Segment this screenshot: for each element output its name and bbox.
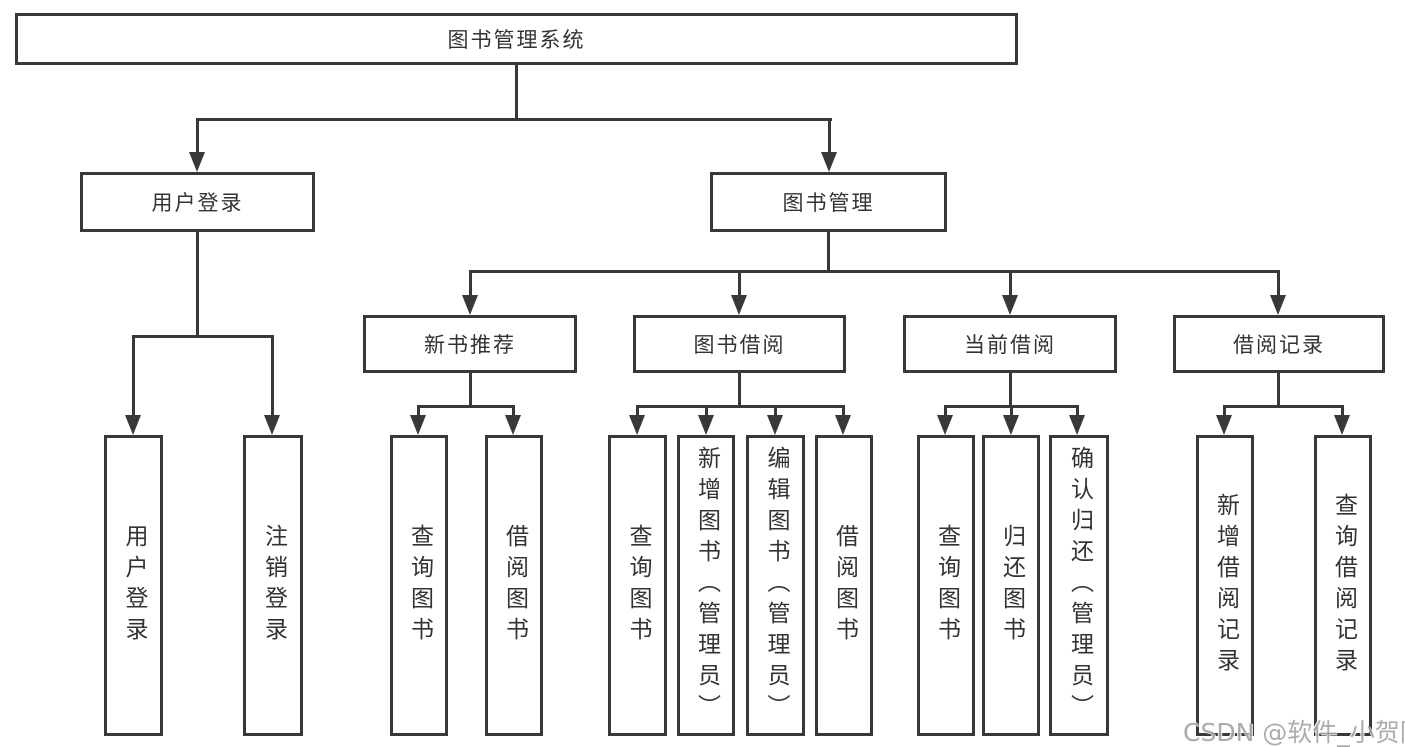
leaf-borrow-borrow-books: 借阅图书 <box>815 435 873 736</box>
arrow-down-icon <box>125 415 141 435</box>
node-current-borrow: 当前借阅 <box>903 315 1117 373</box>
connector-drop <box>512 405 515 417</box>
connector-root-stem <box>515 65 518 120</box>
leaf-label: 借阅图书 <box>831 523 858 648</box>
arrow-down-icon <box>1003 415 1019 435</box>
arrow-down-icon <box>731 295 747 315</box>
arrow-down-icon <box>629 415 645 435</box>
leaf-records-add-record: 新增借阅记录 <box>1196 435 1254 736</box>
connector-drop <box>636 405 639 417</box>
leaf-logout: 注销登录 <box>243 435 303 736</box>
node-current-borrow-label: 当前借阅 <box>964 333 1056 357</box>
connector-current-stem <box>1009 373 1012 408</box>
arrow-down-icon <box>767 415 783 435</box>
leaf-records-query-record: 查询借阅记录 <box>1314 435 1372 736</box>
node-user-login: 用户登录 <box>80 172 315 232</box>
connector-drop <box>469 270 472 298</box>
leaf-label: 归还图书 <box>998 523 1025 648</box>
arrow-down-icon <box>937 415 953 435</box>
connector-drop <box>828 118 831 155</box>
leaf-user-login: 用户登录 <box>104 435 163 736</box>
leaf-current-confirm-return-admin: 确认归还（管理员） <box>1049 435 1109 736</box>
node-root: 图书管理系统 <box>15 13 1018 65</box>
arrow-down-icon <box>1002 295 1018 315</box>
leaf-borrow-edit-books-admin: 编辑图书（管理员） <box>746 435 805 736</box>
arrow-down-icon <box>835 415 851 435</box>
connector-bookmgmt-bar <box>469 270 1280 273</box>
node-book-borrow: 图书借阅 <box>633 315 846 373</box>
node-new-book-label: 新书推荐 <box>424 333 516 357</box>
node-borrow-records-label: 借阅记录 <box>1233 333 1325 357</box>
connector-records-bar <box>1223 405 1343 408</box>
leaf-label: 编辑图书（管理员） <box>763 446 789 725</box>
arrow-down-icon <box>410 415 426 435</box>
connector-borrow-bar <box>636 405 844 408</box>
connector-newbook-stem <box>469 373 472 408</box>
leaf-borrow-add-books-admin: 新增图书（管理员） <box>677 435 735 736</box>
arrow-down-icon <box>1069 415 1085 435</box>
node-user-login-label: 用户登录 <box>151 191 244 215</box>
connector-records-stem <box>1277 373 1280 408</box>
connector-drop <box>271 335 274 417</box>
arrow-down-icon <box>264 415 280 435</box>
arrow-down-icon <box>1216 415 1232 435</box>
connector-drop <box>738 270 741 298</box>
connector-login-stem <box>196 232 199 338</box>
leaf-label: 注销登录 <box>260 523 287 648</box>
leaf-borrow-query-books: 查询图书 <box>608 435 667 736</box>
connector-drop <box>1009 270 1012 298</box>
connector-root-bar <box>196 118 832 121</box>
connector-drop <box>196 118 199 155</box>
connector-drop <box>944 405 947 417</box>
leaf-label: 用户登录 <box>121 523 147 648</box>
leaf-label: 借阅图书 <box>501 523 528 648</box>
arrow-down-icon <box>189 152 205 172</box>
connector-newbook-bar <box>417 405 515 408</box>
connector-drop <box>132 335 135 417</box>
arrow-down-icon <box>1270 295 1286 315</box>
leaf-current-query-books: 查询图书 <box>917 435 975 736</box>
csdn-watermark: CSDN @软件_小贺同学 <box>1183 718 1405 747</box>
node-book-management: 图书管理 <box>710 172 947 232</box>
node-book-management-label: 图书管理 <box>782 191 875 215</box>
connector-bookmgmt-stem <box>827 232 830 273</box>
connector-drop <box>1223 405 1226 417</box>
leaf-label: 查询图书 <box>406 523 433 648</box>
connector-drop <box>1010 405 1013 417</box>
connector-drop <box>705 405 708 417</box>
connector-login-bar <box>132 335 274 338</box>
node-borrow-records: 借阅记录 <box>1173 315 1385 373</box>
leaf-label: 确认归还（管理员） <box>1066 446 1093 725</box>
connector-drop <box>1076 405 1079 417</box>
arrow-down-icon <box>1334 415 1350 435</box>
leaf-newbook-borrow-books: 借阅图书 <box>485 435 543 736</box>
leaf-label: 新增图书（管理员） <box>693 446 720 725</box>
leaf-newbook-query-books: 查询图书 <box>390 435 448 736</box>
leaf-label: 新增借阅记录 <box>1212 492 1239 679</box>
leaf-label: 查询借阅记录 <box>1330 492 1357 679</box>
node-book-borrow-label: 图书借阅 <box>693 333 786 357</box>
leaf-label: 查询图书 <box>625 523 651 648</box>
arrow-down-icon <box>505 415 521 435</box>
node-root-label: 图书管理系统 <box>447 28 586 52</box>
connector-drop <box>1341 405 1344 417</box>
connector-drop <box>417 405 420 417</box>
connector-drop <box>774 405 777 417</box>
leaf-label: 查询图书 <box>933 523 960 648</box>
arrow-down-icon <box>821 152 837 172</box>
arrow-down-icon <box>462 295 478 315</box>
node-new-book-recommend: 新书推荐 <box>363 315 577 373</box>
connector-borrow-stem <box>738 373 741 408</box>
connector-drop <box>842 405 845 417</box>
arrow-down-icon <box>698 415 714 435</box>
connector-drop <box>1277 270 1280 298</box>
leaf-current-return-books: 归还图书 <box>982 435 1040 736</box>
